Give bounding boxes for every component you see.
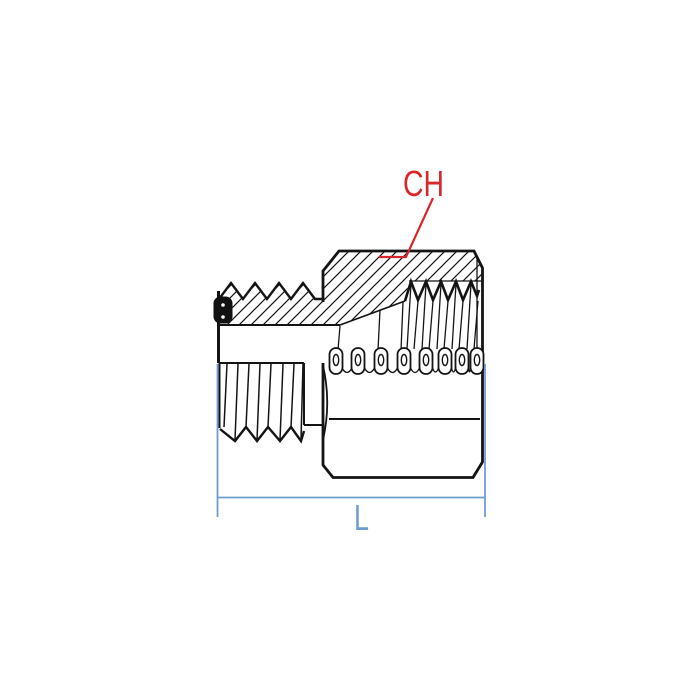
flank-line	[413, 300, 419, 350]
loop	[328, 347, 344, 375]
loop-bridge	[341, 367, 353, 374]
loop-bridge	[450, 367, 457, 373]
female-thread-profile	[403, 277, 481, 304]
male-thread-flanks	[223, 363, 304, 441]
male-thread-crest-zigzag	[219, 424, 306, 444]
male-thread-profile	[218, 281, 323, 301]
flank-line	[290, 363, 295, 428]
loop-bridge	[431, 367, 440, 373]
loop-hole	[354, 353, 362, 367]
flank-line	[428, 300, 434, 350]
thread-relief-shank	[303, 363, 323, 426]
seal-highlight	[221, 303, 225, 307]
l-dimension-label: L	[354, 497, 369, 538]
loop-bridge	[363, 367, 376, 374]
flank-line	[421, 283, 427, 350]
bore-step-line	[400, 301, 404, 351]
loop-hole	[441, 353, 449, 367]
loop	[469, 347, 485, 375]
loop-bridge	[409, 367, 421, 374]
loop	[437, 347, 453, 375]
flank-line	[451, 283, 457, 350]
loop-hole	[473, 353, 481, 367]
flank-line	[458, 300, 464, 350]
flank-line	[279, 363, 284, 441]
flank-line	[443, 300, 449, 350]
flank-line	[300, 363, 304, 441]
bore-step-line	[377, 309, 381, 351]
fitting-cross-section	[217, 249, 485, 479]
bore-lines	[217, 256, 483, 364]
loop	[373, 347, 389, 375]
section-hatch-area	[219, 251, 483, 325]
seal-body	[213, 296, 233, 324]
bore-step-line	[337, 325, 341, 351]
loop-bridge	[386, 367, 399, 374]
flank-line	[267, 363, 272, 428]
flank-line	[466, 283, 472, 350]
female-thread-flanks	[337, 283, 479, 351]
flank-line	[223, 363, 228, 428]
flank-line	[473, 300, 479, 350]
flank-line	[406, 283, 412, 350]
hex-corner-arc	[322, 365, 329, 441]
bore-cone-line	[339, 300, 406, 326]
thread-root-loops	[328, 347, 485, 375]
ch-callout	[379, 197, 435, 259]
loop	[350, 347, 366, 375]
loop-bridge	[467, 367, 472, 373]
loop-hole	[332, 353, 340, 367]
seal-highlight	[221, 315, 225, 319]
ch-label: CH	[403, 163, 444, 204]
flank-line	[436, 283, 442, 350]
loop-hole	[377, 353, 385, 367]
loop	[396, 347, 412, 375]
loop	[418, 347, 434, 375]
fitting-external-view	[218, 363, 480, 444]
seal-ring	[213, 296, 233, 324]
loop	[454, 347, 470, 375]
loop-hole	[422, 353, 430, 367]
flank-line	[234, 363, 239, 441]
flank-line	[256, 363, 261, 441]
loop-hole	[458, 353, 466, 367]
flank-line	[245, 363, 250, 428]
loop-hole	[400, 353, 408, 367]
length-dimension	[216, 364, 486, 517]
ch-leader-line	[379, 197, 435, 259]
